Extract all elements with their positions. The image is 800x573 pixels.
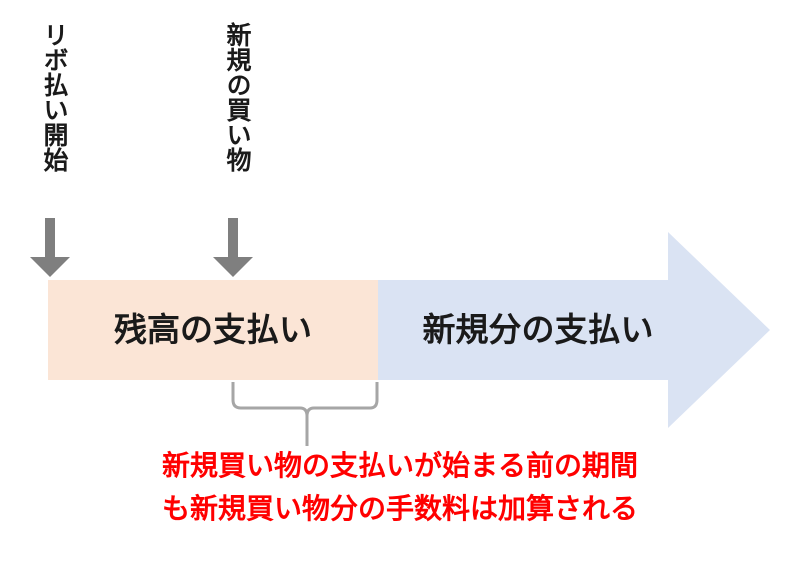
note-line-1: 新規買い物の支払いが始まる前の期間 xyxy=(161,449,638,482)
down-arrow-icon xyxy=(213,257,253,277)
revolving-start-label: リボ払い開始 xyxy=(40,22,69,172)
marker-shaft xyxy=(228,218,238,258)
note-line-2: も新規買い物分の手数料は加算される xyxy=(161,492,638,525)
revolving-start-marker xyxy=(30,218,70,277)
balance-segment-label: 残高の支払い xyxy=(114,310,312,349)
balance-segment xyxy=(48,280,378,380)
new-purchase-marker xyxy=(213,218,253,277)
marker-shaft xyxy=(45,218,55,258)
new-portion-arrow xyxy=(378,232,770,428)
new-portion-label: 新規分の支払い xyxy=(422,310,654,349)
new-purchase-label: 新規の買い物 xyxy=(223,22,252,172)
down-arrow-icon xyxy=(30,257,70,277)
period-brace xyxy=(231,382,379,446)
